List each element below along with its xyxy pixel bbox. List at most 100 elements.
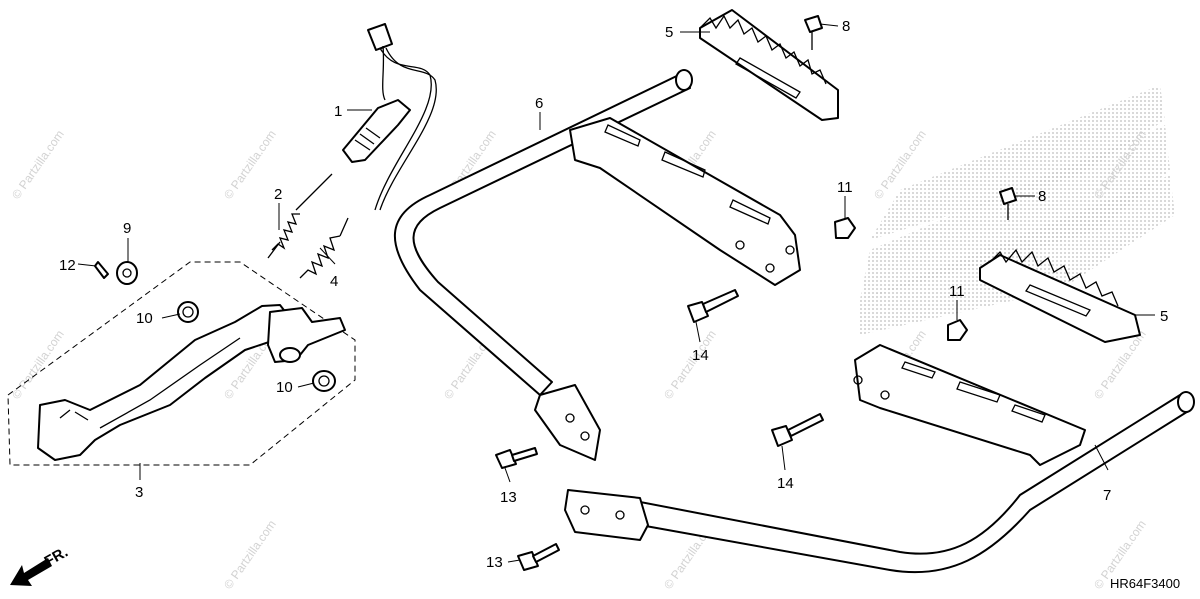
footpeg-rear	[699, 9, 839, 121]
brake-pedal	[37, 304, 291, 461]
flange-bolt-8-upper	[804, 15, 823, 33]
footpegs	[699, 9, 1141, 343]
front-direction-indicator: FR.	[10, 544, 71, 586]
frame-pipe	[394, 71, 691, 396]
pipe-end	[675, 69, 693, 91]
bolt-shank	[702, 289, 739, 313]
pedal-pivot-boss	[279, 347, 301, 363]
bracket-slot	[901, 361, 936, 379]
brake-light-switch	[342, 23, 437, 211]
pedal-rib	[99, 337, 241, 429]
bracket-hole	[880, 390, 890, 400]
footpeg-teeth	[989, 248, 1119, 307]
washer-hole	[122, 268, 132, 278]
flange-bolt-14-lower	[771, 425, 793, 447]
oil-seal-lower-inner	[318, 375, 330, 387]
pedal-group-box	[7, 261, 356, 466]
footpeg-front	[979, 254, 1141, 343]
springs	[267, 173, 349, 279]
callout-13-upper: 13	[500, 489, 517, 506]
switch-spring	[299, 217, 349, 279]
brake-pedal-assembly	[7, 261, 356, 466]
bracket-slot	[729, 199, 771, 225]
callout-2: 2	[274, 186, 282, 203]
oil-seal-upper-inner	[182, 306, 194, 318]
bracket-slot	[661, 151, 706, 178]
bracket-slot	[604, 124, 641, 147]
nut-11-upper	[834, 217, 856, 239]
callout-8-rear: 8	[842, 18, 850, 35]
honda-wing-logo	[860, 85, 1175, 335]
callout-11-lower: 11	[949, 283, 965, 300]
oil-seal-upper	[177, 301, 199, 323]
switch-thread	[354, 127, 381, 151]
leader-lines	[77, 23, 1155, 563]
bracket-hole	[765, 263, 775, 273]
frame-pipe	[629, 394, 1191, 574]
fasteners	[495, 15, 1017, 571]
watermark-text: © Partzilla.com	[661, 327, 719, 401]
bolt-shank	[532, 543, 560, 563]
bolt-shank	[787, 413, 824, 437]
callout-labels: 1 2 3 4 5 5 6 7 8 8 9 10 10 11 11 12 13 …	[59, 18, 1168, 571]
watermark-text: © Partzilla.com	[9, 327, 67, 401]
flange-bolt-13-upper	[495, 449, 517, 469]
bolt-shank	[511, 447, 538, 462]
callout-12: 12	[59, 257, 76, 274]
footpeg-slot	[1025, 284, 1091, 317]
footpeg-teeth	[699, 14, 827, 85]
watermark-text: © Partzilla.com	[9, 127, 67, 201]
plate-hole	[615, 510, 625, 520]
mounting-plate	[534, 384, 601, 461]
callout-14-upper: 14	[692, 347, 709, 364]
callout-1: 1	[334, 103, 342, 120]
bracket-slot	[956, 381, 1001, 403]
step-frame-front	[564, 344, 1195, 574]
callout-8-front: 8	[1038, 188, 1046, 205]
step-frame-rear	[394, 69, 801, 461]
plate-hole	[580, 431, 590, 441]
switch-wire	[382, 45, 386, 101]
callout-9: 9	[123, 220, 131, 237]
flange-bolt-14-upper	[687, 301, 709, 323]
switch-wire	[379, 47, 437, 211]
footpeg-slot	[735, 57, 801, 99]
plate-hole	[565, 413, 575, 423]
nut-11-lower	[947, 319, 968, 341]
callout-10-upper: 10	[136, 310, 153, 327]
return-spring	[267, 173, 333, 259]
mounting-plate	[564, 489, 649, 541]
bracket-hole	[853, 375, 863, 385]
callout-10-lower: 10	[276, 379, 293, 396]
switch-connector	[367, 23, 393, 51]
oil-seal-lower	[312, 370, 336, 392]
pedal-hardware	[94, 261, 336, 392]
callout-3: 3	[135, 484, 143, 501]
bracket-hole	[735, 240, 745, 250]
callout-6: 6	[535, 95, 543, 112]
washer	[116, 261, 138, 285]
switch-body	[342, 99, 411, 163]
pedal-rib	[59, 409, 89, 421]
callout-5-rear: 5	[665, 24, 673, 41]
bracket-slot	[1011, 404, 1046, 423]
callout-4: 4	[330, 273, 338, 290]
cotter-pin	[94, 261, 109, 279]
flange-bolt-8-lower	[999, 187, 1017, 205]
watermark-text: © Partzilla.com	[221, 517, 279, 591]
callout-11-upper: 11	[837, 179, 853, 196]
callout-5-front: 5	[1160, 308, 1168, 325]
callout-14-lower: 14	[777, 475, 794, 492]
pipe-end	[1177, 391, 1195, 413]
diagram-code: HR64F3400	[1110, 576, 1180, 591]
watermark-text: © Partzilla.com	[221, 127, 279, 201]
plate-hole	[580, 505, 590, 515]
callout-7: 7	[1103, 487, 1111, 504]
bracket-hole	[785, 245, 795, 255]
callout-13-lower: 13	[486, 554, 503, 571]
step-bracket	[854, 344, 1086, 466]
step-bracket	[569, 117, 801, 286]
front-arrow-icon	[10, 558, 52, 586]
